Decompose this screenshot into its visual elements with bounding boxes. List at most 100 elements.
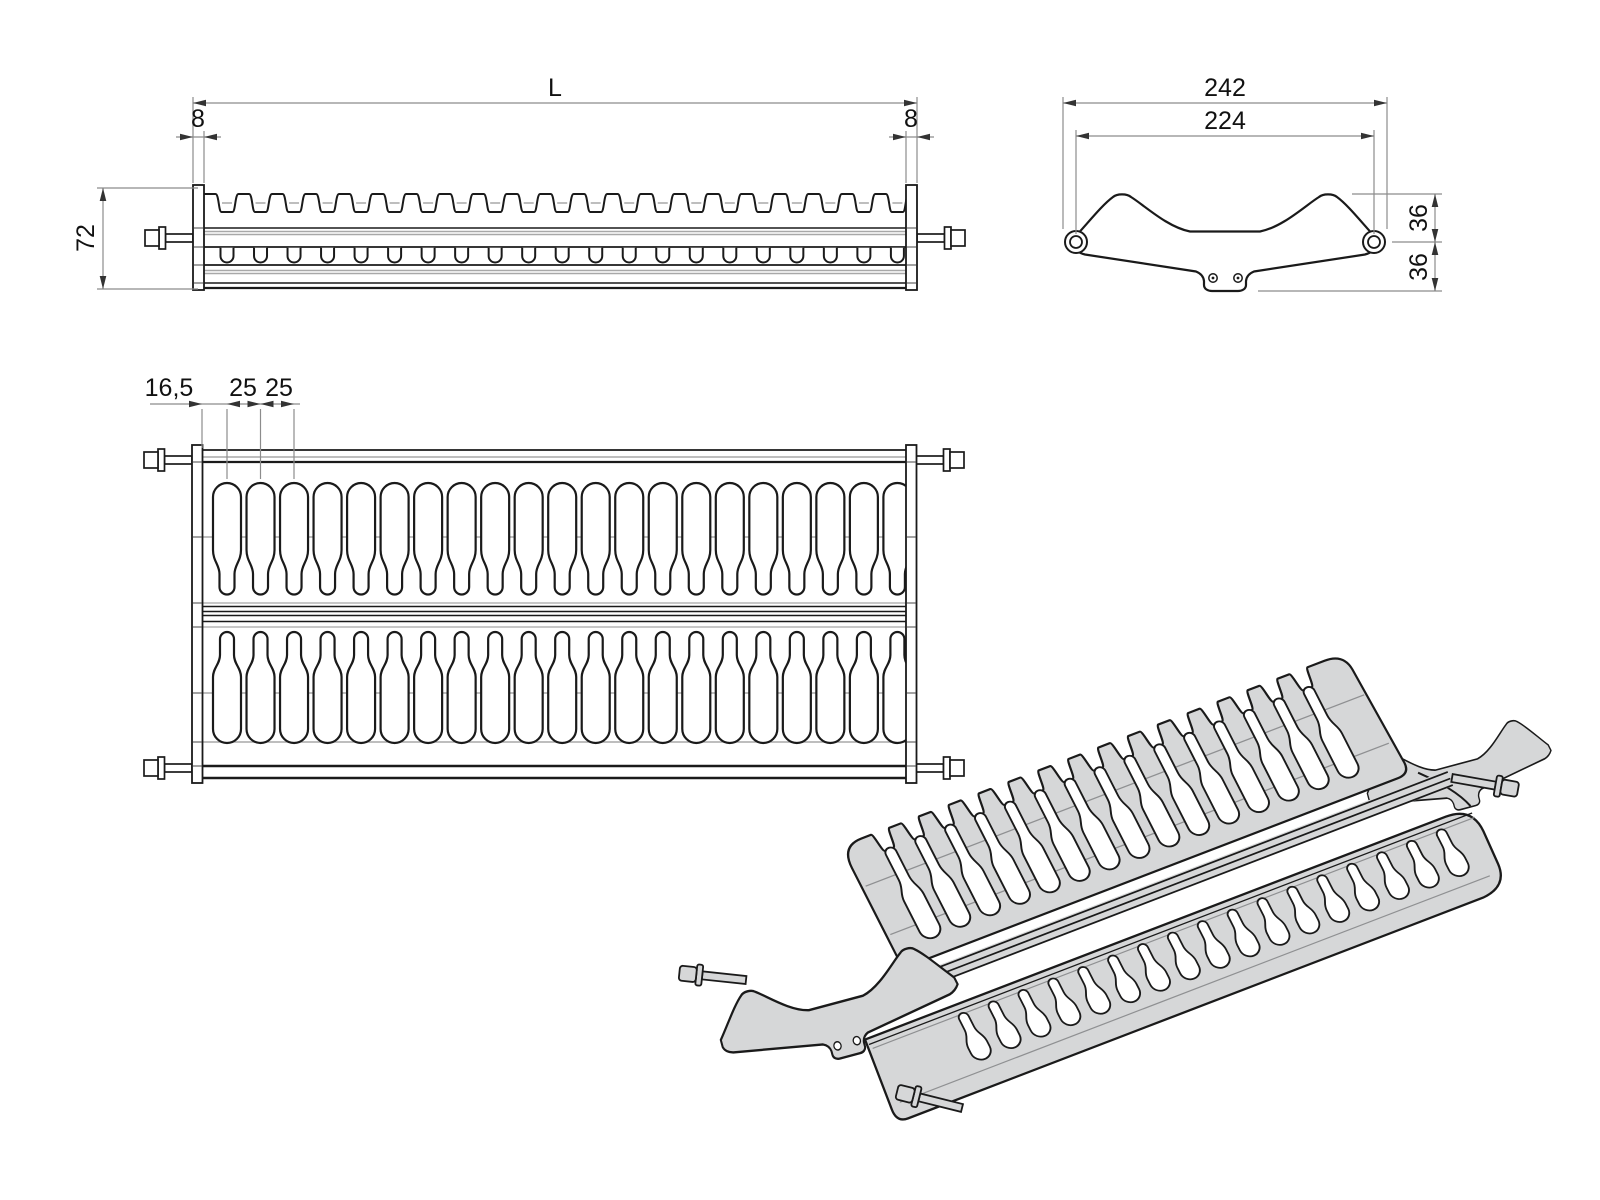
- dish-slot: [614, 630, 645, 745]
- iso-tray-slot: [1226, 908, 1261, 958]
- plate-slot: [547, 481, 578, 596]
- wave-mask: [701, 193, 725, 214]
- pin-head: [143, 451, 159, 469]
- wave-mask: [902, 193, 906, 214]
- dim-label-length: L: [548, 74, 562, 102]
- iso-plate-slot: [914, 835, 972, 928]
- dim-label-slot-pitch-b: 25: [265, 374, 293, 402]
- dim-arrow: [904, 99, 917, 107]
- wave-mask: [466, 193, 491, 214]
- plan-view-dimensions: 16,5 25 25: [145, 374, 293, 402]
- wave-mask: [567, 193, 591, 214]
- dim-arrow: [227, 400, 240, 408]
- plate-slot: [379, 481, 410, 596]
- dim-arrow: [204, 133, 217, 141]
- iso-rack: [719, 657, 1552, 1121]
- plate-slot: [848, 481, 879, 596]
- iso-plate-slot: [884, 846, 942, 940]
- dish-slot: [580, 630, 611, 745]
- tab-hole-center: [1236, 276, 1240, 280]
- iso-plate-slot: [1183, 731, 1241, 825]
- wave-mask: [500, 193, 524, 214]
- pin-flange: [942, 756, 951, 780]
- dim-label-first-slot-offset: 16,5: [145, 374, 194, 402]
- iso-tray-slot: [1017, 989, 1052, 1038]
- iso-tray-slot: [1166, 931, 1201, 981]
- iso-plate-slot: [1302, 686, 1360, 779]
- pin-flange: [157, 756, 166, 780]
- iso-mounting-pin: [1450, 773, 1520, 798]
- dish-slot: [446, 630, 477, 745]
- dim-arrow: [260, 400, 274, 408]
- pin-flange: [157, 448, 166, 472]
- plate-slot: [781, 481, 812, 596]
- cup-slot: [454, 247, 470, 264]
- iso-tray-slot: [1346, 862, 1381, 912]
- end-plate: [191, 444, 204, 784]
- pin-head: [677, 964, 698, 983]
- iso-plate-slot: [1213, 720, 1270, 813]
- iso-tray-slot: [1376, 851, 1410, 900]
- dish-slot: [513, 630, 544, 745]
- pin-boss-hole: [1069, 235, 1083, 249]
- plate-slot: [647, 481, 678, 596]
- dish-slot: [211, 630, 243, 745]
- plate-slot: [714, 481, 745, 596]
- pin-shaft: [915, 763, 945, 773]
- cup-slot: [722, 247, 738, 264]
- iso-tab-hole: [833, 1041, 842, 1051]
- plate-slot: [278, 481, 310, 596]
- wave-mask: [868, 193, 893, 214]
- dim-label-slot-pitch-a: 25: [229, 374, 257, 402]
- plate-slot: [446, 481, 477, 596]
- cup-slot: [655, 247, 671, 264]
- cup-slot: [320, 247, 336, 264]
- iso-plate-slot: [944, 823, 1002, 917]
- dish-slot: [547, 630, 578, 745]
- tab-hole-center: [1211, 276, 1215, 280]
- dim-arrow: [1431, 278, 1439, 291]
- mounting-pin: [143, 448, 193, 472]
- scalloped-plate-edge: [204, 193, 910, 213]
- plate-slot: [312, 481, 343, 596]
- cup-slot: [889, 247, 905, 264]
- iso-mid-rail: [934, 784, 1454, 985]
- cup-slot: [521, 247, 537, 264]
- iso-tray-slot: [957, 1012, 992, 1061]
- dim-arrow: [247, 400, 261, 408]
- cup-slot: [253, 247, 269, 264]
- iso-tray-slot: [1405, 840, 1440, 889]
- dim-label-pin-spacing: 224: [1204, 107, 1246, 135]
- cup-slot: [387, 247, 403, 264]
- iso-end-bracket-near: [719, 946, 959, 1060]
- cup-slot: [755, 247, 771, 264]
- dim-graphics: [97, 97, 934, 290]
- iso-plate-slot: [1093, 766, 1151, 859]
- dim-label-end-plate-right: 8: [904, 105, 918, 133]
- end-bracket-profile: [1072, 193, 1380, 293]
- wave-mask: [600, 193, 625, 214]
- end-plate: [905, 444, 918, 784]
- plate-slot: [413, 481, 444, 596]
- dish-slot: [714, 630, 745, 745]
- pin-flange: [158, 226, 167, 250]
- plate-slot: [748, 481, 779, 596]
- dim-arrow: [180, 133, 193, 141]
- dish-slot: [245, 630, 276, 745]
- pin-shaft: [163, 455, 193, 465]
- cup-slot: [353, 247, 369, 264]
- iso-plate-slot: [1153, 743, 1211, 836]
- iso-tab-hole: [852, 1035, 862, 1046]
- wave-mask: [734, 193, 759, 214]
- end-plate: [192, 184, 205, 291]
- cup-slot: [219, 247, 235, 264]
- pin-shaft: [916, 233, 946, 243]
- iso-mid-rail: [931, 777, 1451, 979]
- plate-slot: [580, 481, 611, 596]
- cup-slot: [588, 247, 604, 264]
- iso-mid-rail: [929, 771, 1449, 972]
- pin-shaft: [164, 233, 194, 243]
- dish-slot: [345, 630, 377, 745]
- dim-arrow: [99, 188, 107, 201]
